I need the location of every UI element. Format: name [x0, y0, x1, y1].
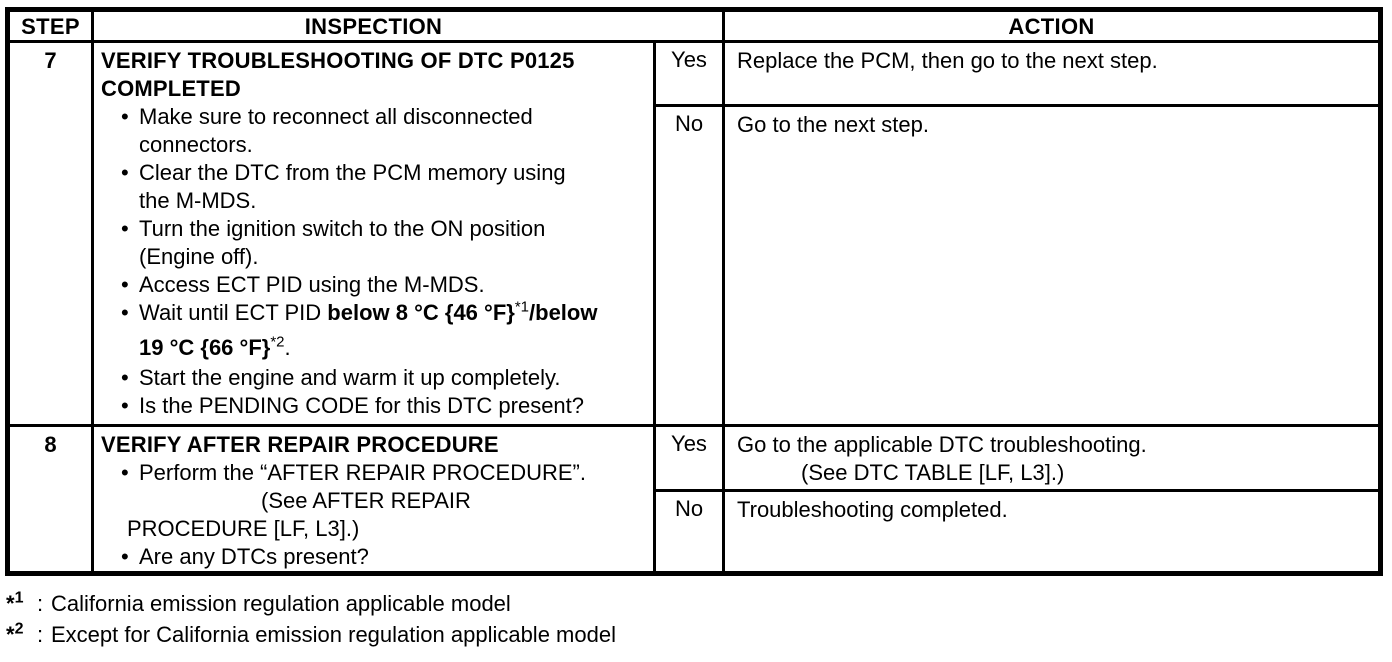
- list-item-line: (Engine off).: [139, 244, 259, 269]
- inspection-title-line: VERIFY AFTER REPAIR PROCEDURE: [101, 432, 499, 457]
- bullet-icon: •: [121, 160, 129, 185]
- list-item-line: Make sure to reconnect all disconnected: [139, 104, 533, 129]
- action-cell: Replace the PCM, then go to the next ste…: [722, 40, 1382, 107]
- column-header-inspection: INSPECTION: [91, 8, 725, 43]
- see-reference-line: (See DTC TABLE [LF, L3].): [801, 460, 1065, 485]
- list-item: • Start the engine and warm it up comple…: [101, 364, 651, 392]
- table-row-step8-yes: 8 VERIFY AFTER REPAIR PROCEDURE • Perfor…: [6, 424, 1382, 575]
- list-item-wait-ect: • Wait until ECT PID below 8 °C {46 °F}*…: [101, 299, 651, 362]
- footnote-number: 1: [14, 589, 24, 607]
- list-item-line: Start the engine and warm it up complete…: [139, 365, 561, 390]
- list-item-line: Wait until ECT PID below 8 °C {46 °F}*1/…: [139, 299, 651, 327]
- action-cell: Go to the next step.: [722, 104, 1382, 427]
- list-item: • Make sure to reconnect all disconnecte…: [101, 103, 651, 159]
- list-item-line: the M-MDS.: [139, 188, 257, 213]
- inspection-title-line: VERIFY TROUBLESHOOTING OF DTC P0125: [101, 48, 575, 73]
- list-item: • Access ECT PID using the M-MDS.: [101, 271, 651, 299]
- footnote-1: *1 : California emission regulation appl…: [6, 588, 616, 619]
- footnote-colon: :: [37, 591, 44, 616]
- text-segment-bold: /below: [529, 300, 598, 325]
- footnote-text: Except for California emission regulatio…: [51, 622, 616, 647]
- bullet-icon: •: [121, 104, 129, 129]
- bullet-icon: •: [121, 216, 129, 241]
- column-header-action: ACTION: [722, 8, 1382, 43]
- bullet-icon: •: [121, 460, 129, 485]
- column-header-step: STEP: [6, 8, 94, 43]
- inspection-title: VERIFY AFTER REPAIR PROCEDURE: [101, 431, 651, 459]
- inspection-cell: VERIFY TROUBLESHOOTING OF DTC P0125 COMP…: [91, 40, 656, 427]
- list-item-line: Clear the DTC from the PCM memory using: [139, 160, 566, 185]
- action-text: Troubleshooting completed.: [737, 496, 1008, 522]
- bullet-icon: •: [121, 393, 129, 418]
- bullet-icon: •: [121, 300, 129, 325]
- list-item-line: Is the PENDING CODE for this DTC present…: [139, 393, 585, 418]
- no-label: No: [653, 104, 725, 427]
- footnote-ref-1: *1: [514, 298, 530, 316]
- see-reference-line: PROCEDURE [LF, L3].): [127, 516, 360, 541]
- bullet-icon: •: [121, 272, 129, 297]
- footnotes: *1 : California emission regulation appl…: [6, 588, 616, 650]
- action-cell: Go to the applicable DTC troubleshooting…: [722, 424, 1382, 492]
- list-item: • Perform the “AFTER REPAIR PROCEDURE”. …: [101, 459, 651, 543]
- footnote-text: California emission regulation applicabl…: [51, 591, 511, 616]
- yes-label: Yes: [653, 424, 725, 492]
- text-segment-bold: 19 °C {66 °F}: [139, 335, 271, 360]
- list-item: • Clear the DTC from the PCM memory usin…: [101, 159, 651, 215]
- asterisk-icon: *: [6, 591, 15, 616]
- footnote-number: 2: [14, 620, 24, 638]
- footnote-marker: *2: [6, 619, 37, 650]
- list-item-line: 19 °C {66 °F}*2.: [139, 334, 651, 362]
- list-item: • Are any DTCs present?: [101, 543, 651, 571]
- list-item-line: Turn the ignition switch to the ON posit…: [139, 216, 546, 241]
- footnote-2: *2 : Except for California emission regu…: [6, 619, 616, 650]
- list-item: • Is the PENDING CODE for this DTC prese…: [101, 392, 651, 420]
- footnote-colon: :: [37, 622, 44, 647]
- text-segment: .: [284, 335, 291, 360]
- action-text: Go to the applicable DTC troubleshooting…: [737, 432, 1147, 457]
- list-item-line: Access ECT PID using the M-MDS.: [139, 272, 485, 297]
- list-item-line: connectors.: [139, 132, 253, 157]
- text-segment: Wait until ECT PID: [139, 300, 328, 325]
- step-number: 7: [6, 40, 94, 427]
- step-number: 8: [6, 424, 94, 575]
- inspection-title: VERIFY TROUBLESHOOTING OF DTC P0125 COMP…: [101, 47, 651, 103]
- action-text: Replace the PCM, then go to the next ste…: [737, 48, 1158, 73]
- see-reference-line: (See AFTER REPAIR: [261, 488, 471, 513]
- asterisk-icon: *: [6, 622, 15, 647]
- bullet-icon: •: [121, 365, 129, 390]
- table-row-step7-no: No Go to the next step.: [8, 104, 1382, 427]
- action-cell: Troubleshooting completed.: [722, 488, 1382, 576]
- bullet-icon: •: [121, 544, 129, 569]
- text-segment-bold: below 8 °C {46 °F}: [327, 300, 515, 325]
- no-label: No: [653, 488, 725, 576]
- action-text: Go to the next step.: [737, 112, 930, 137]
- list-item-line: Are any DTCs present?: [139, 544, 369, 569]
- inspection-title-line: COMPLETED: [101, 76, 241, 101]
- footnote-ref-2: *2: [270, 333, 285, 351]
- list-item: • Turn the ignition switch to the ON pos…: [101, 215, 651, 271]
- inspection-cell: VERIFY AFTER REPAIR PROCEDURE • Perform …: [91, 424, 656, 575]
- table-row-step7-yes: 7 VERIFY TROUBLESHOOTING OF DTC P0125 CO…: [6, 40, 1382, 427]
- yes-label: Yes: [653, 40, 725, 107]
- troubleshooting-table: STEP INSPECTION ACTION 7 VERIFY TROUBLES…: [5, 7, 1383, 576]
- table-header-row: STEP INSPECTION ACTION: [6, 8, 1382, 43]
- list-item-line: Perform the “AFTER REPAIR PROCEDURE”.: [139, 460, 586, 485]
- table-row-step8-no: No Troubleshooting completed.: [8, 488, 1382, 576]
- footnote-marker: *1: [6, 588, 37, 619]
